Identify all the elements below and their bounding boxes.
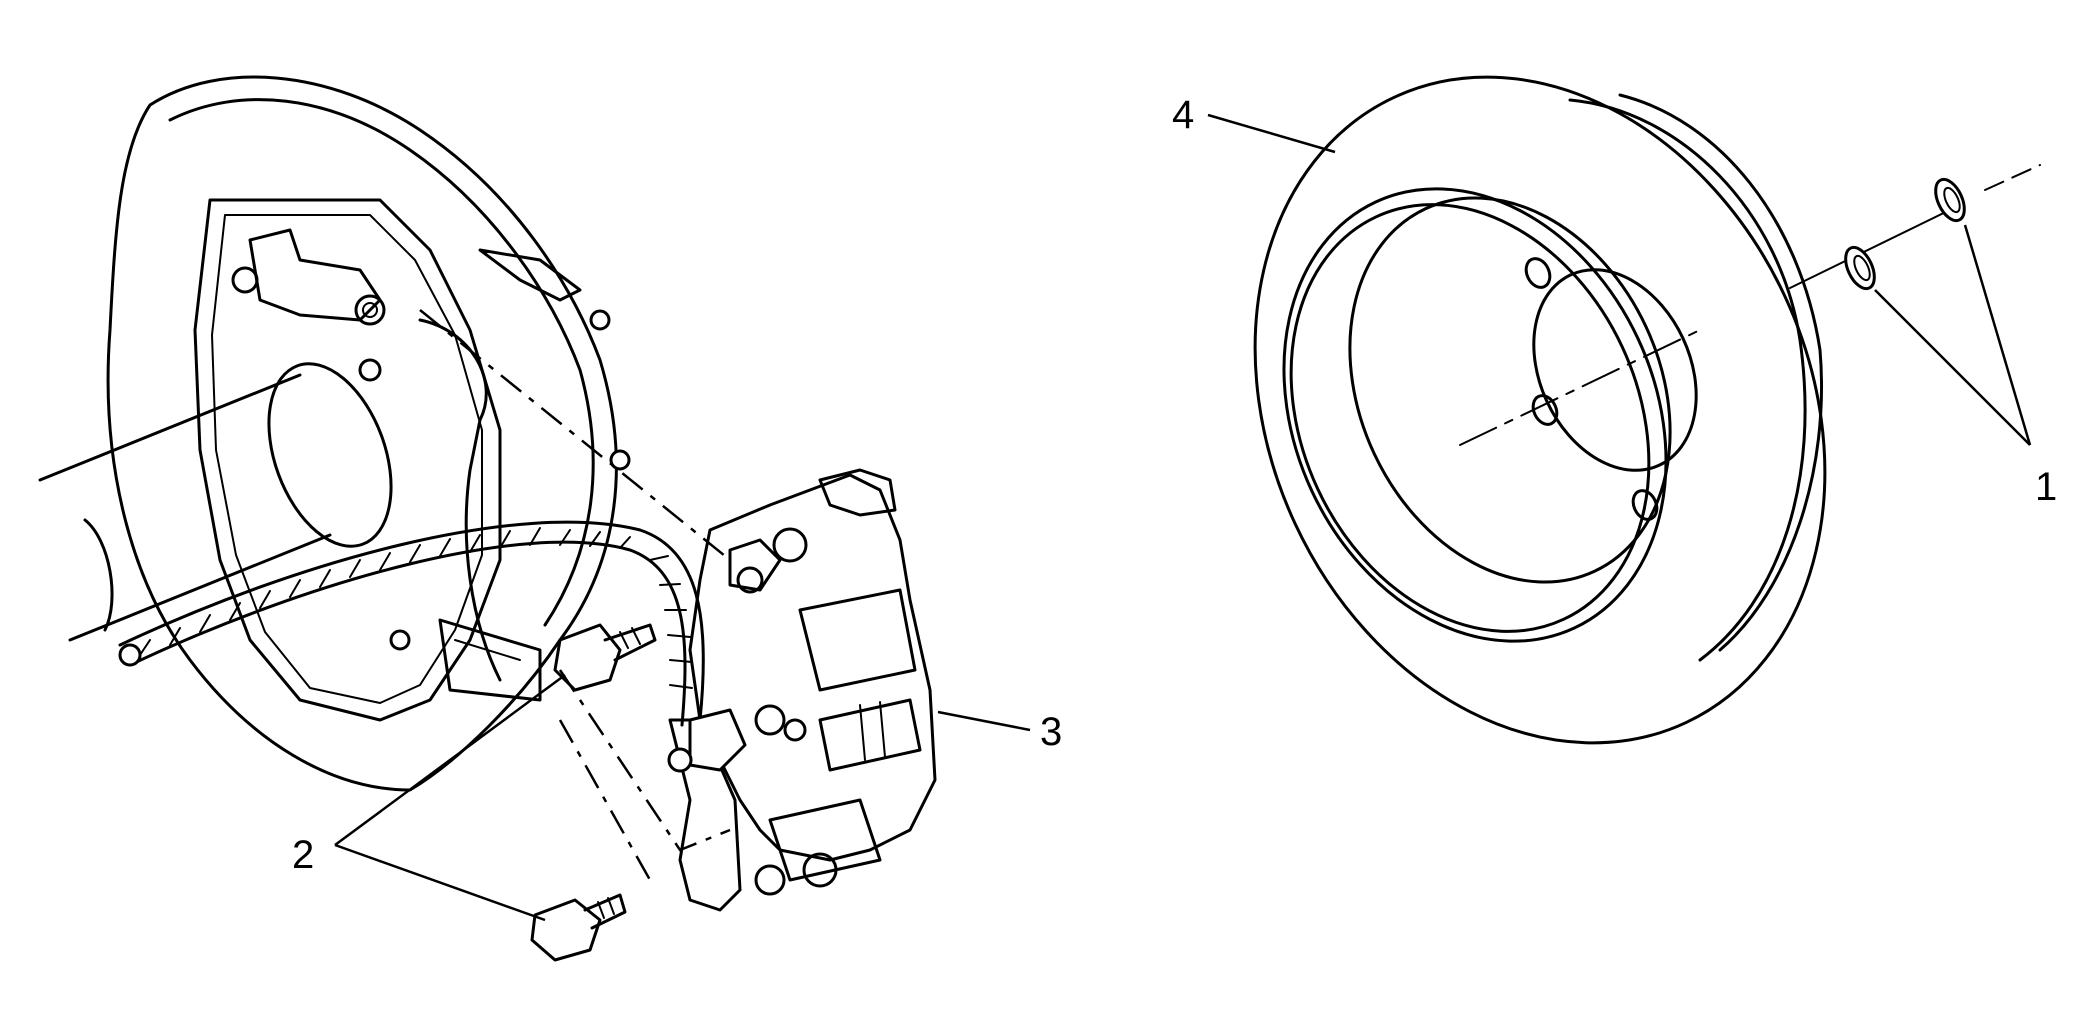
callout-3: 3: [1040, 710, 1062, 754]
axle-tube: [38, 362, 393, 642]
callout-2: 2: [292, 833, 314, 877]
left-centerlines: [419, 309, 731, 881]
caliper-bolt-upper: [553, 623, 657, 692]
rotor-axis: [1459, 164, 2041, 446]
callout-4: 4: [1172, 93, 1194, 137]
retainer-clips: [1844, 177, 1966, 291]
brake-line-bracket: [418, 318, 542, 702]
brake-rotor: [1253, 75, 1827, 745]
caliper-bolt-lower: [530, 893, 627, 962]
brake-caliper: [667, 468, 937, 912]
brake-hose: [118, 520, 705, 727]
callout-1: 1: [2035, 465, 2057, 509]
backing-plate-assembly: [106, 75, 631, 792]
leader-lines: [334, 113, 2032, 922]
